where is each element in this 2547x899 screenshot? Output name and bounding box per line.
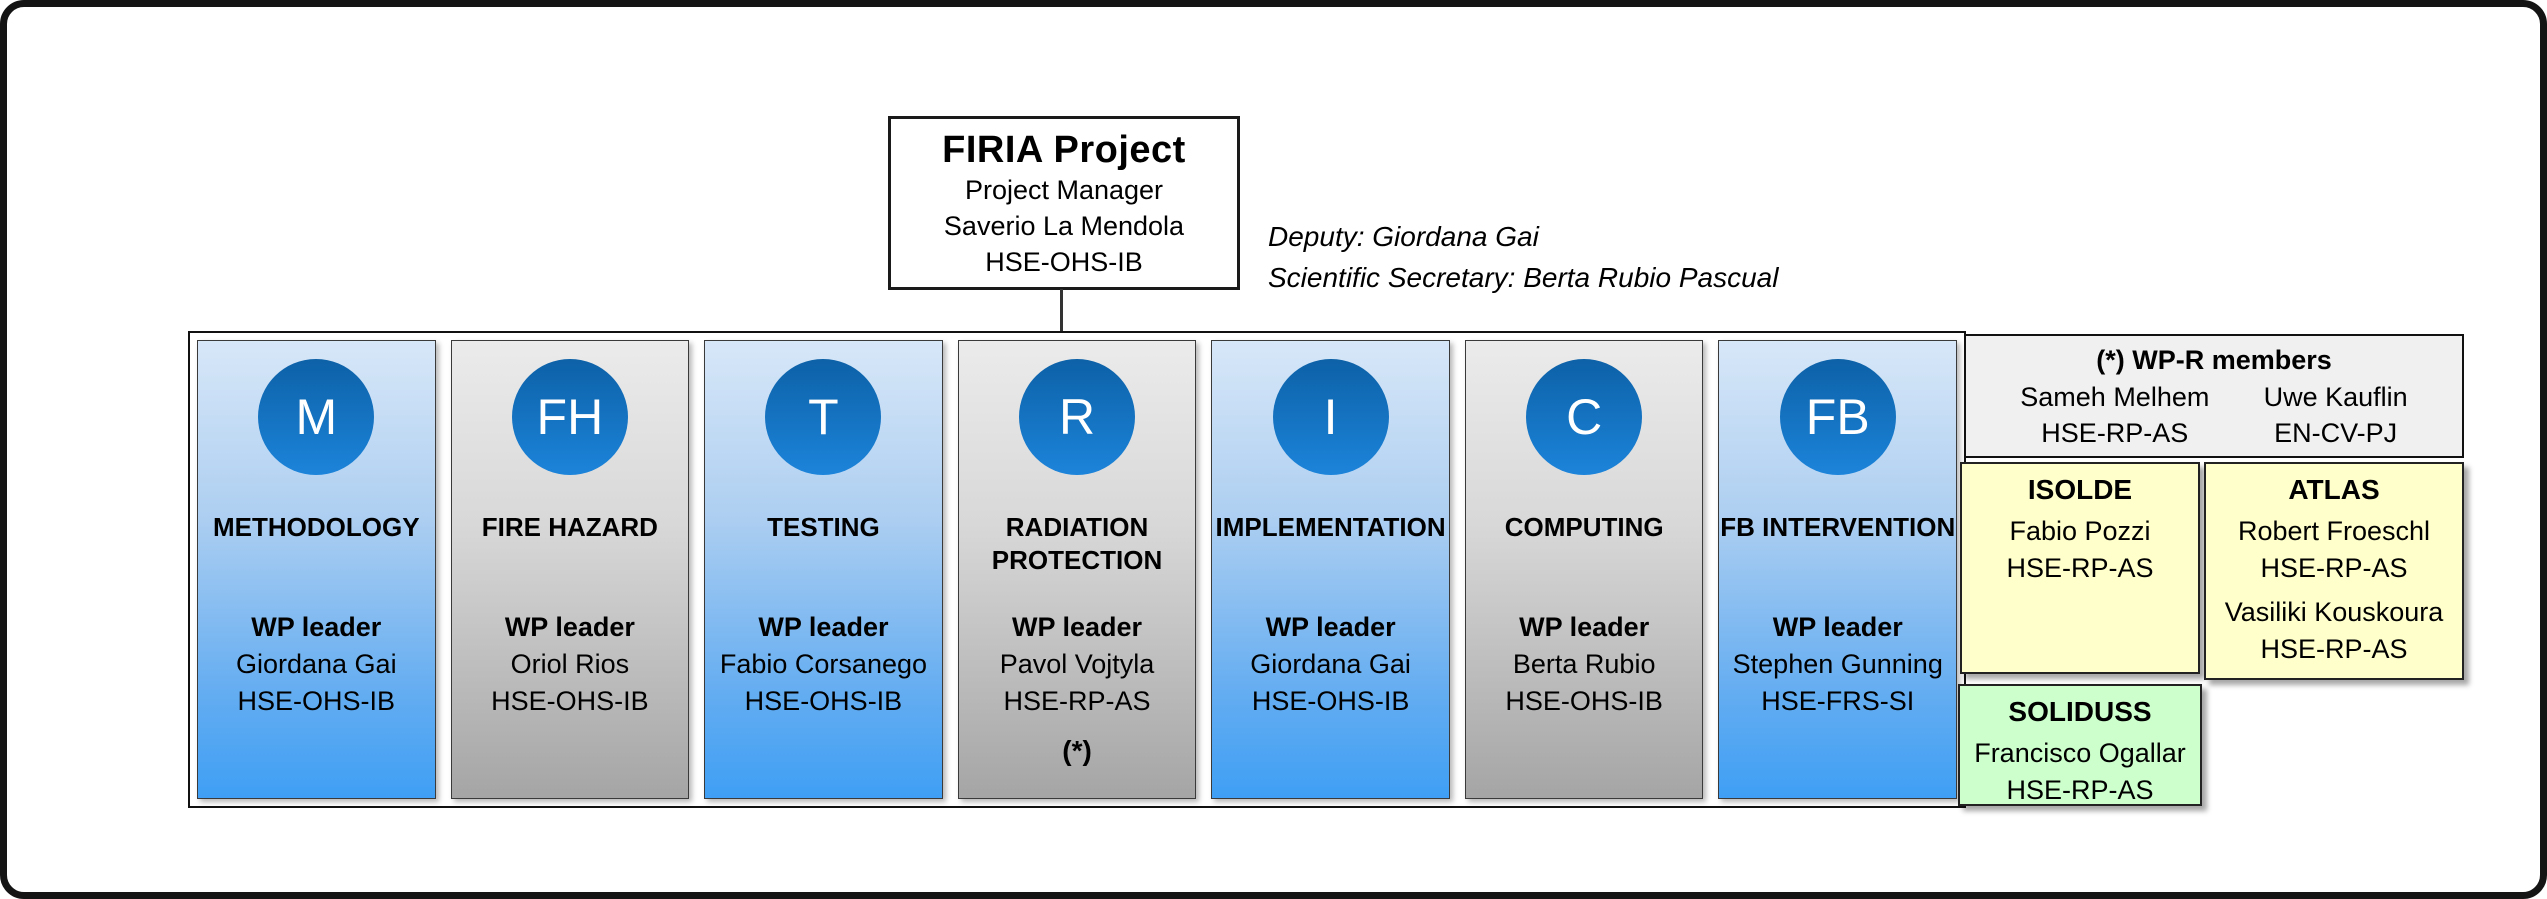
wp-title: FB INTERVENTION: [1720, 512, 1956, 542]
wp-column-computing: C COMPUTING WP leader Berta Rubio HSE-OH…: [1464, 340, 1704, 799]
group-member-dept: HSE-RP-AS: [2006, 553, 2154, 583]
wp-leader-label: WP leader: [758, 612, 889, 642]
wp-leader-dept: HSE-OHS-IB: [491, 686, 649, 716]
wp-title: IMPLEMENTATION: [1215, 512, 1446, 542]
wpr-members-row: Sameh Melhem HSE-RP-AS Uwe Kauflin EN-CV…: [1966, 379, 2462, 451]
wp-leader-name: Berta Rubio: [1512, 649, 1656, 679]
project-manager-name: Saverio La Mendola: [943, 211, 1185, 241]
wp-title: METHODOLOGY: [213, 512, 420, 542]
group-member-dept: HSE-RP-AS: [2260, 634, 2408, 664]
connector-line: [1060, 289, 1063, 333]
group-member: Francisco Ogallar HSE-RP-AS: [1960, 735, 2200, 809]
wp-footnote: (*): [1062, 735, 1092, 766]
wpr-member-name: Uwe Kauflin: [2263, 382, 2408, 412]
deputy-note: Deputy: Giordana Gai: [1268, 221, 1539, 252]
group-title: SOLIDUSS: [2008, 696, 2152, 727]
wp-leader-label: WP leader: [1772, 612, 1903, 642]
wp-column-fire-hazard: FH FIRE HAZARD WP leader Oriol Rios HSE-…: [450, 340, 690, 799]
wp-fb-circle-icon: FB: [1779, 359, 1896, 475]
group-member-dept: HSE-RP-AS: [2006, 775, 2154, 805]
wp-code: R: [1058, 389, 1096, 445]
wp-code: FH: [536, 389, 604, 445]
group-member-name: Francisco Ogallar: [1974, 738, 2186, 768]
wp-title: RADIATION PROTECTION: [991, 512, 1163, 575]
wp-leader-name: Stephen Gunning: [1732, 649, 1943, 679]
project-manager-dept: HSE-OHS-IB: [985, 247, 1143, 277]
wp-leader-block: WP leader Pavol Vojtyla HSE-RP-AS: [959, 609, 1196, 720]
wp-code: I: [1323, 389, 1338, 445]
wp-title: COMPUTING: [1504, 512, 1664, 542]
wpr-member-name: Sameh Melhem: [2020, 382, 2210, 412]
wp-code: M: [295, 389, 338, 445]
group-title: ISOLDE: [2027, 474, 2133, 505]
wp-r-circle-icon: R: [1019, 359, 1136, 475]
group-member: Robert Froeschl HSE-RP-AS: [2206, 513, 2462, 587]
wp-leader-label: WP leader: [1265, 612, 1396, 642]
wp-leader-name: Fabio Corsanego: [719, 649, 928, 679]
wpr-members-title: (*) WP-R members: [2096, 345, 2332, 375]
wp-leader-block: WP leader Oriol Rios HSE-OHS-IB: [452, 609, 689, 720]
wp-t-circle-icon: T: [765, 359, 882, 475]
wp-leader-block: WP leader Stephen Gunning HSE-FRS-SI: [1719, 609, 1956, 720]
group-box-atlas: ATLAS Robert Froeschl HSE-RP-AS Vasiliki…: [2204, 462, 2464, 680]
wp-leader-dept: HSE-OHS-IB: [237, 686, 396, 716]
group-member-name: Robert Froeschl: [2237, 516, 2431, 546]
wp-code: T: [808, 389, 839, 445]
wp-title: TESTING: [767, 512, 880, 542]
group-member-name: Fabio Pozzi: [2009, 516, 2151, 546]
wp-fh-circle-icon: FH: [511, 359, 628, 475]
project-box: FIRIA Project Project Manager Saverio La…: [888, 116, 1240, 290]
wp-code: FB: [1805, 389, 1870, 445]
wp-column-radiation-protection: R RADIATION PROTECTION WP leader Pavol V…: [957, 340, 1197, 799]
group-member: Fabio Pozzi HSE-RP-AS: [1962, 513, 2198, 587]
wp-leader-block: WP leader Giordana Gai HSE-OHS-IB: [198, 609, 435, 720]
wp-column-testing: T TESTING WP leader Fabio Corsanego HSE-…: [704, 340, 943, 799]
wp-code: C: [1566, 389, 1603, 445]
wp-leader-name: Giordana Gai: [1250, 649, 1411, 679]
notes-block: Deputy: Giordana Gai Scientific Secretar…: [1268, 216, 1778, 298]
wp-leader-label: WP leader: [251, 612, 382, 642]
wpr-member-dept: HSE-RP-AS: [2041, 418, 2189, 448]
wp-leader-block: WP leader Giordana Gai HSE-OHS-IB: [1212, 609, 1449, 720]
wp-leader-label: WP leader: [1011, 612, 1143, 642]
work-packages-strip: M METHODOLOGY WP leader Giordana Gai HSE…: [188, 331, 1966, 808]
wp-leader-name: Giordana Gai: [235, 649, 397, 679]
wp-leader-name: Pavol Vojtyla: [999, 649, 1155, 679]
wp-leader-dept: HSE-OHS-IB: [1505, 686, 1663, 716]
group-member: Vasiliki Kouskoura HSE-RP-AS: [2206, 594, 2462, 668]
scientific-secretary-note: Scientific Secretary: Berta Rubio Pascua…: [1268, 262, 1779, 293]
project-title: FIRIA Project: [942, 129, 1186, 171]
wp-leader-block: WP leader Berta Rubio HSE-OHS-IB: [1466, 609, 1703, 720]
wp-column-fb-intervention: FB FB INTERVENTION WP leader Stephen Gun…: [1718, 340, 1958, 799]
wp-leader-dept: HSE-FRS-SI: [1761, 686, 1915, 716]
wpr-member: Sameh Melhem HSE-RP-AS: [2020, 379, 2209, 451]
wpr-members-box: (*) WP-R members Sameh Melhem HSE-RP-AS …: [1964, 334, 2464, 458]
wp-leader-dept: HSE-OHS-IB: [744, 686, 903, 716]
group-member-dept: HSE-RP-AS: [2260, 553, 2408, 583]
wp-column-implementation: I IMPLEMENTATION WP leader Giordana Gai …: [1211, 340, 1450, 799]
wp-title: FIRE HAZARD: [481, 512, 658, 542]
wp-leader-block: WP leader Fabio Corsanego HSE-OHS-IB: [705, 609, 942, 720]
wp-leader-name: Oriol Rios: [510, 649, 630, 679]
group-title: ATLAS: [2288, 474, 2380, 505]
wpr-member: Uwe Kauflin EN-CV-PJ: [2264, 379, 2408, 451]
group-box-soliduss: SOLIDUSS Francisco Ogallar HSE-RP-AS: [1958, 684, 2202, 806]
wp-c-circle-icon: C: [1526, 359, 1643, 475]
wp-leader-label: WP leader: [504, 612, 635, 642]
group-box-isolde: ISOLDE Fabio Pozzi HSE-RP-AS: [1960, 462, 2200, 674]
project-role: Project Manager: [964, 175, 1164, 205]
wp-m-circle-icon: M: [258, 359, 375, 475]
wpr-member-dept: EN-CV-PJ: [2274, 418, 2398, 448]
wp-i-circle-icon: I: [1272, 359, 1389, 475]
group-member-name: Vasiliki Kouskoura: [2224, 597, 2444, 627]
wp-leader-dept: HSE-OHS-IB: [1251, 686, 1410, 716]
wp-leader-dept: HSE-RP-AS: [1003, 686, 1151, 716]
wp-column-methodology: M METHODOLOGY WP leader Giordana Gai HSE…: [197, 340, 436, 799]
wp-leader-label: WP leader: [1519, 612, 1650, 642]
